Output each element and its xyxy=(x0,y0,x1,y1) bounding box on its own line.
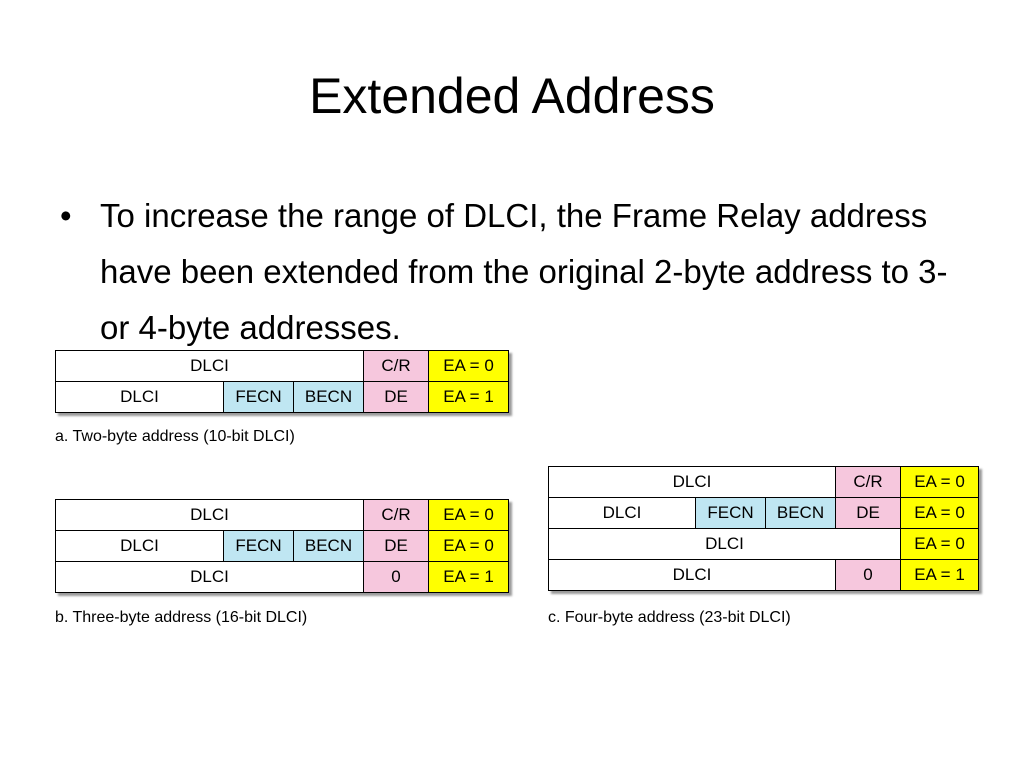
address-byte-row: DLCI 0 EA = 1 xyxy=(55,561,509,593)
three-byte-caption: b. Three-byte address (16-bit DLCI) xyxy=(55,609,308,626)
address-byte-row: DLCI FECN BECN DE EA = 0 xyxy=(548,497,979,529)
de-cell: DE xyxy=(363,530,429,562)
address-byte-row: DLCI 0 EA = 1 xyxy=(548,559,979,591)
ea-cell: EA = 1 xyxy=(428,561,509,593)
dlci-cell: DLCI xyxy=(55,350,364,382)
slide-title: Extended Address xyxy=(309,68,715,124)
four-byte-caption: c. Four-byte address (23-bit DLCI) xyxy=(548,609,791,626)
two-byte-address-table: DLCI C/R EA = 0 DLCI FECN BECN DE EA = 1 xyxy=(55,350,509,413)
dlci-cell: DLCI xyxy=(55,561,364,593)
dlci-cell: DLCI xyxy=(548,559,836,591)
dlci-cell: DLCI xyxy=(55,381,224,413)
address-byte-row: DLCI C/R EA = 0 xyxy=(548,466,979,498)
ea-cell: EA = 0 xyxy=(900,466,979,498)
zero-cell: 0 xyxy=(835,559,901,591)
bullet-text: To increase the range of DLCI, the Frame… xyxy=(100,197,948,346)
ea-cell: EA = 1 xyxy=(900,559,979,591)
dlci-cell: DLCI xyxy=(55,499,364,531)
fecn-cell: FECN xyxy=(223,381,294,413)
ea-cell: EA = 0 xyxy=(428,350,509,382)
address-byte-row: DLCI C/R EA = 0 xyxy=(55,499,509,531)
address-byte-row: DLCI FECN BECN DE EA = 1 xyxy=(55,381,509,413)
ea-cell: EA = 1 xyxy=(428,381,509,413)
dlci-cell: DLCI xyxy=(548,528,901,560)
de-cell: DE xyxy=(835,497,901,529)
de-cell: DE xyxy=(363,381,429,413)
three-byte-address-table: DLCI C/R EA = 0 DLCI FECN BECN DE EA = 0… xyxy=(55,499,509,593)
two-byte-caption: a. Two-byte address (10-bit DLCI) xyxy=(55,428,295,445)
address-byte-row: DLCI FECN BECN DE EA = 0 xyxy=(55,530,509,562)
address-byte-row: DLCI C/R EA = 0 xyxy=(55,350,509,382)
ea-cell: EA = 0 xyxy=(428,530,509,562)
ea-cell: EA = 0 xyxy=(428,499,509,531)
becn-cell: BECN xyxy=(293,381,364,413)
ea-cell: EA = 0 xyxy=(900,528,979,560)
zero-cell: 0 xyxy=(363,561,429,593)
bullet-item: • To increase the range of DLCI, the Fra… xyxy=(60,188,980,356)
cr-cell: C/R xyxy=(363,350,429,382)
ea-cell: EA = 0 xyxy=(900,497,979,529)
becn-cell: BECN xyxy=(765,497,836,529)
becn-cell: BECN xyxy=(293,530,364,562)
bullet-dot-icon: • xyxy=(60,197,72,234)
address-byte-row: DLCI EA = 0 xyxy=(548,528,979,560)
fecn-cell: FECN xyxy=(695,497,766,529)
cr-cell: C/R xyxy=(363,499,429,531)
dlci-cell: DLCI xyxy=(548,466,836,498)
four-byte-address-table: DLCI C/R EA = 0 DLCI FECN BECN DE EA = 0… xyxy=(548,466,979,591)
dlci-cell: DLCI xyxy=(55,530,224,562)
dlci-cell: DLCI xyxy=(548,497,696,529)
cr-cell: C/R xyxy=(835,466,901,498)
fecn-cell: FECN xyxy=(223,530,294,562)
